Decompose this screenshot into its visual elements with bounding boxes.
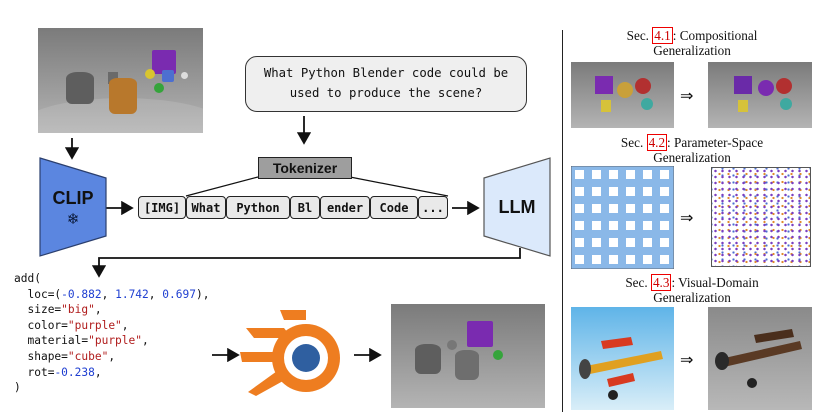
visual-domain-input-image: [571, 307, 674, 410]
section-4-3-caption: Sec. 4.3: Visual-Domain Generalization: [625, 274, 759, 305]
snowflake-icon: ❄: [66, 211, 80, 228]
token-img: [IMG]: [138, 196, 186, 219]
section-ref-4-3[interactable]: 4.3: [650, 274, 672, 291]
blender-logo-icon: [240, 310, 340, 396]
section-4-1-caption: Sec. 4.1: Compositional Generalization: [626, 27, 758, 58]
implies-arrow-2: ⇒: [680, 210, 694, 227]
token-python: Python: [226, 196, 290, 219]
token-code: Code: [370, 196, 418, 219]
section-divider: [562, 30, 563, 412]
compositional-output-image: [708, 62, 812, 128]
token-bl: Bl: [290, 196, 320, 219]
compositional-input-image: [571, 62, 674, 128]
parameter-space-scatter-image: [711, 167, 811, 267]
section-ref-4-1[interactable]: 4.1: [652, 27, 673, 44]
token-ellipsis: ...: [418, 196, 448, 219]
visual-domain-output-image: [708, 307, 812, 410]
token-ender: ender: [320, 196, 370, 219]
flow-arrows: [39, 116, 551, 363]
input-scene-image: [38, 28, 203, 133]
section-4-2-caption: Sec. 4.2: Parameter-Space Generalization: [620, 134, 764, 165]
token-what: What: [186, 196, 226, 219]
implies-arrow-1: ⇒: [680, 88, 694, 105]
prompt-text: What Python Blender code could be used t…: [263, 66, 509, 100]
output-scene-image: [391, 304, 545, 408]
generated-code: add( loc=(-0.882, 1.742, 0.697), size="b…: [14, 272, 210, 395]
prompt-bubble: What Python Blender code could be used t…: [245, 56, 527, 112]
clip-label: CLIP: [52, 188, 94, 208]
section-ref-4-2[interactable]: 4.2: [646, 134, 668, 151]
tokenizer-label: Tokenizer: [258, 157, 352, 179]
llm-label: LLM: [498, 197, 536, 217]
implies-arrow-3: ⇒: [680, 352, 694, 369]
parameter-space-grid-image: [571, 166, 674, 269]
